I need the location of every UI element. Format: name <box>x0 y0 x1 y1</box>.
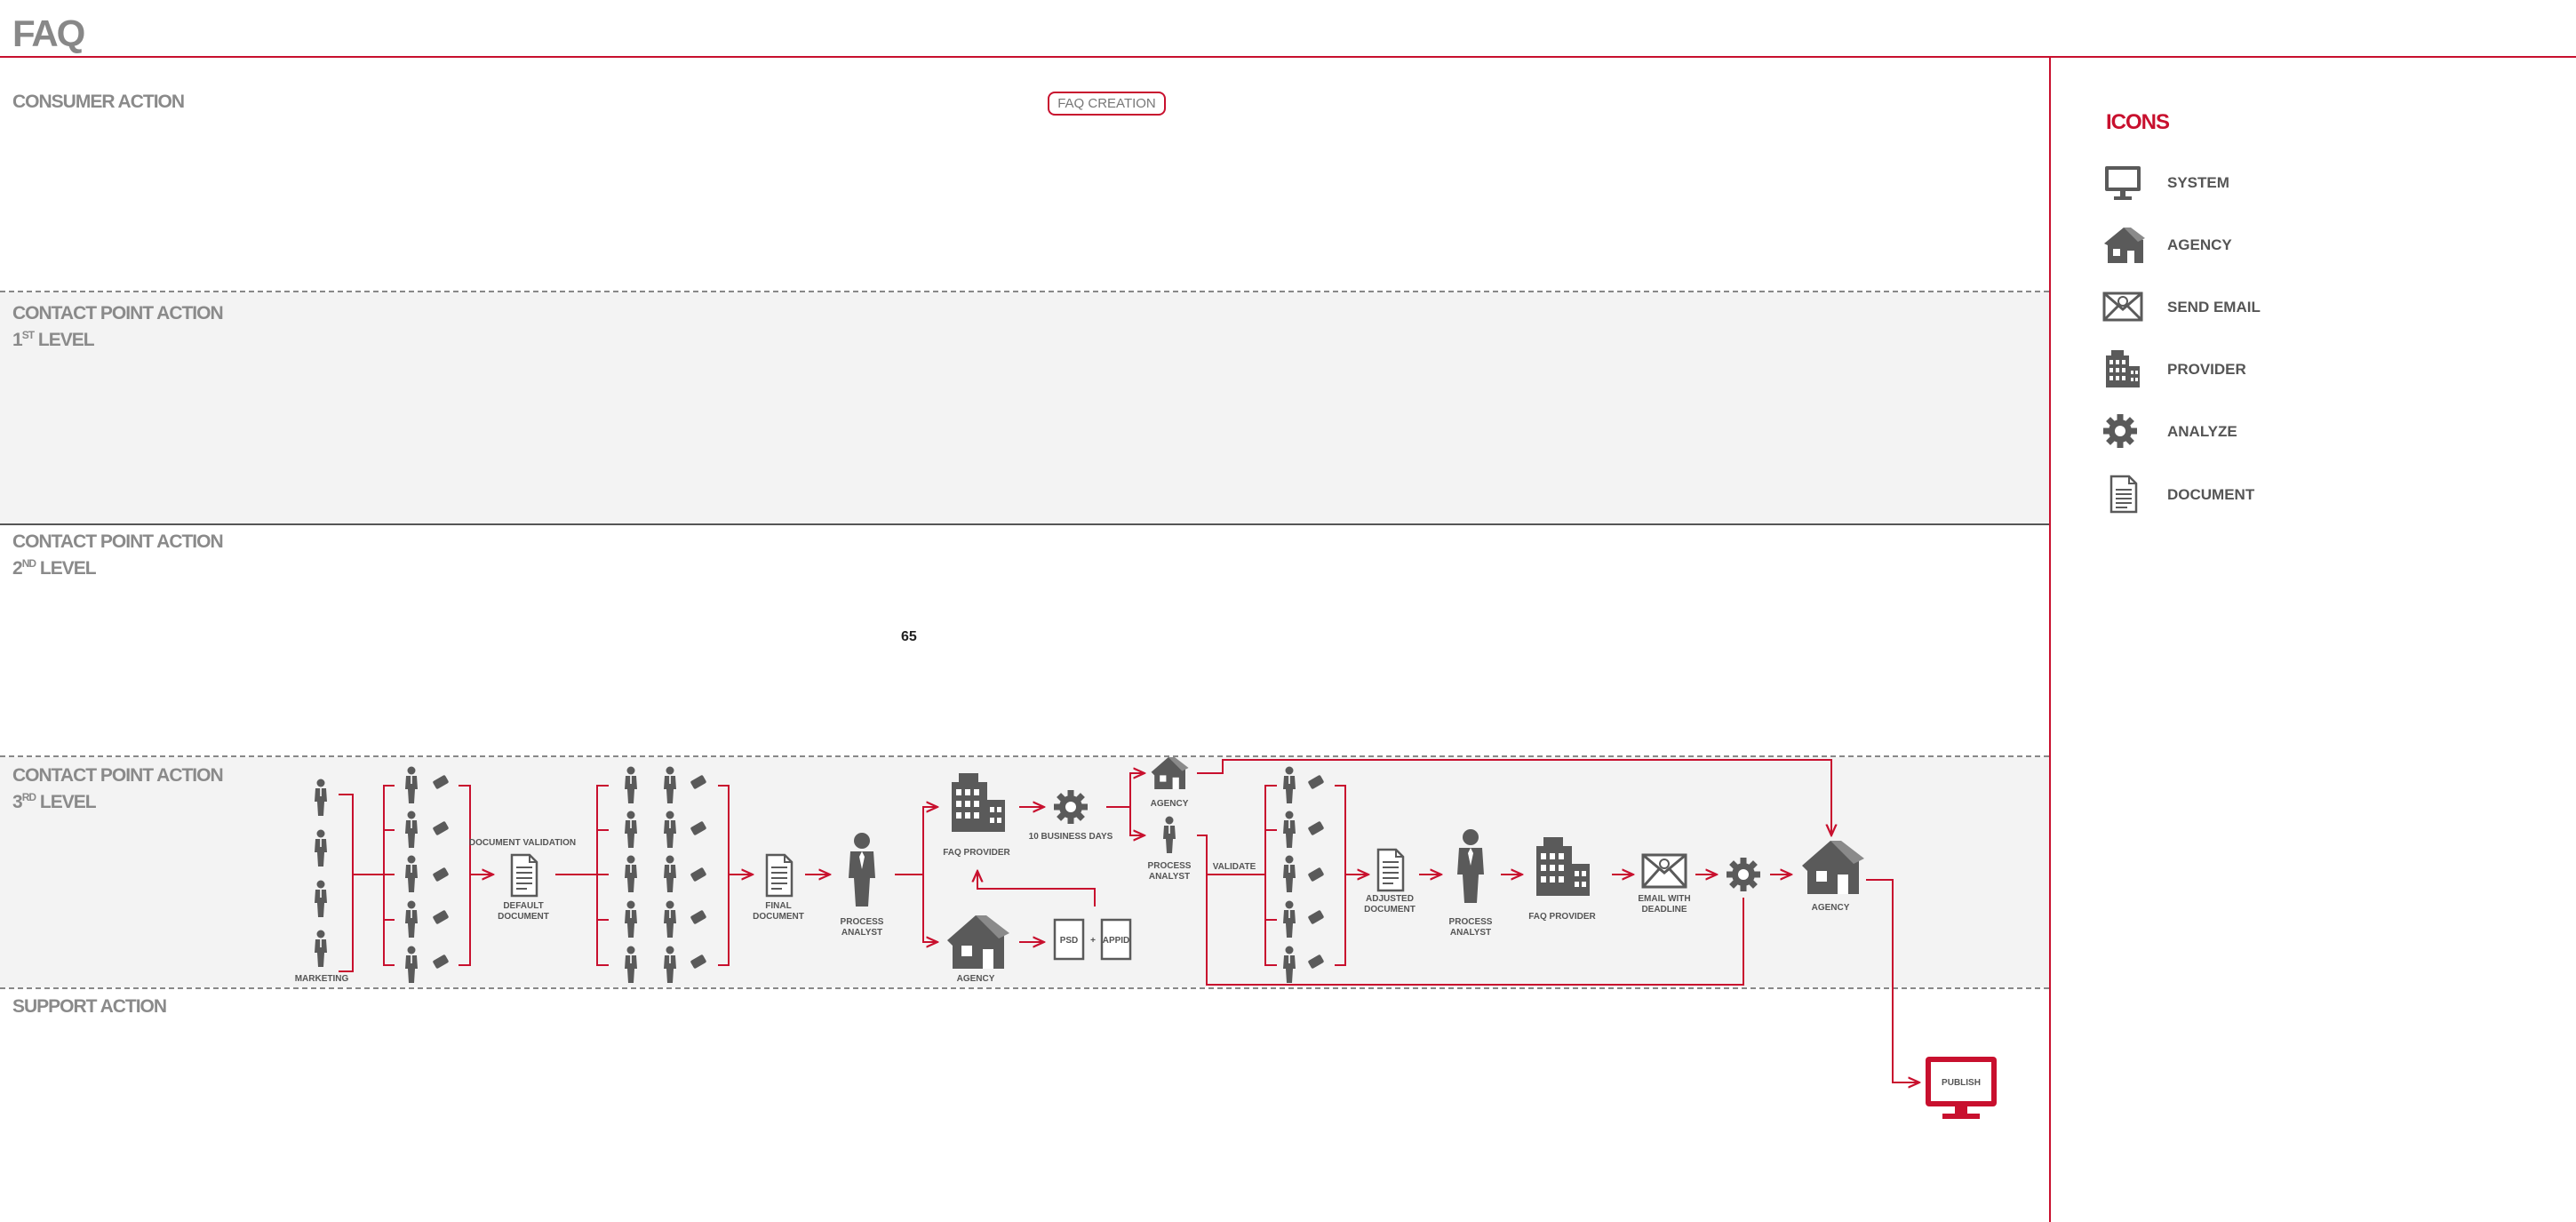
lane-level-suffix: ND <box>21 557 36 570</box>
agency-label: AGENCY <box>957 974 995 984</box>
building-icon <box>2106 350 2140 387</box>
lane-title: CONTACT POINT ACTION <box>12 765 224 786</box>
document-icon <box>2109 475 2138 514</box>
lane-level-text: LEVEL <box>36 558 97 579</box>
publish-label: PUBLISH <box>1942 1078 1981 1088</box>
lane-level-suffix: RD <box>21 791 36 803</box>
building-icon <box>952 773 1005 832</box>
gear-icon <box>2103 414 2137 448</box>
lane-level-number: 2 <box>12 558 23 579</box>
legend-label: ANALYZE <box>2167 423 2237 440</box>
legend-item-send-email: SEND EMAIL <box>2102 286 2547 329</box>
building-icon <box>1536 837 1590 896</box>
lane-contact-point-1st: CONTACT POINT ACTION 1ST LEVEL <box>0 292 2049 523</box>
envelope-icon <box>1641 853 1687 889</box>
document-icon <box>1376 848 1405 892</box>
title-divider <box>0 56 2576 58</box>
lane-label: SUPPORT ACTION <box>12 996 167 1018</box>
legend-label: PROVIDER <box>2167 361 2246 378</box>
process-analyst-label: ANALYST <box>1149 872 1190 882</box>
agency-label: AGENCY <box>1812 903 1850 913</box>
process-analyst-label: PROCESS <box>1148 861 1192 871</box>
legend-label: DOCUMENT <box>2167 486 2255 503</box>
lane-level-text: LEVEL <box>34 330 95 350</box>
final-document-label: FINAL <box>765 901 791 911</box>
legend-label: SEND EMAIL <box>2167 299 2261 315</box>
house-icon <box>947 915 1009 969</box>
lane-title: CONSUMER ACTION <box>12 92 185 112</box>
document-icon <box>510 853 538 898</box>
legend-title: ICONS <box>2106 110 2170 134</box>
lane-level-text: LEVEL <box>36 792 97 812</box>
legend-item-document: DOCUMENT <box>2102 474 2547 516</box>
lane-divider <box>0 523 2049 525</box>
envelope-icon <box>2102 292 2143 322</box>
lane-label: CONTACT POINT ACTION 2ND LEVEL <box>12 531 224 579</box>
legend-item-provider: PROVIDER <box>2102 348 2547 391</box>
default-document-label: DOCUMENT <box>498 912 549 922</box>
appid-document <box>1100 918 1132 961</box>
agency-label: AGENCY <box>1151 799 1189 809</box>
psd-document <box>1053 918 1085 961</box>
validate-label: VALIDATE <box>1213 862 1256 872</box>
process-analyst-label: PROCESS <box>841 917 884 927</box>
process-analyst-label: ANALYST <box>841 928 882 938</box>
legend-item-analyze: ANALYZE <box>2102 411 2547 453</box>
lane-contact-point-2nd: CONTACT POINT ACTION 2ND LEVEL <box>0 525 2049 755</box>
lane-label: CONTACT POINT ACTION 3RD LEVEL <box>12 765 224 813</box>
publish-system: PUBLISH <box>1926 1057 1997 1119</box>
adjusted-document-label: ADJUSTED <box>1366 894 1414 904</box>
email-with-deadline-label: EMAIL WITH <box>1638 894 1690 904</box>
process-analyst-label: ANALYST <box>1450 928 1491 938</box>
psd-label: PSD <box>1060 936 1079 946</box>
legend-item-agency: AGENCY <box>2102 224 2547 267</box>
house-icon <box>2104 228 2145 263</box>
document-icon <box>765 853 794 898</box>
page-number: 65 <box>901 629 917 644</box>
marketing-label: MARKETING <box>295 974 349 984</box>
appid-label: APPID <box>1103 936 1130 946</box>
process-analyst-icon <box>1457 829 1484 903</box>
legend-label: SYSTEM <box>2167 174 2229 191</box>
faq-provider-label: FAQ PROVIDER <box>943 848 1010 858</box>
legend-item-system: SYSTEM <box>2102 162 2547 204</box>
lane-consumer-action: CONSUMER ACTION <box>0 58 2049 291</box>
lane-title: SUPPORT ACTION <box>12 996 167 1017</box>
lane-divider <box>0 291 2049 292</box>
gear-icon <box>1727 858 1760 891</box>
faq-provider-label: FAQ PROVIDER <box>1528 912 1596 922</box>
lane-label: CONTACT POINT ACTION 1ST LEVEL <box>12 303 224 351</box>
faq-process-flow: MARKETING DOCUMENT VALIDATION DEFAULT DO… <box>295 757 1997 1119</box>
process-analyst-icon <box>849 833 875 907</box>
lane-support-action: SUPPORT ACTION <box>0 989 2049 1222</box>
adjusted-document-label: DOCUMENT <box>1364 905 1416 915</box>
lane-level-number: 1 <box>12 330 23 350</box>
faq-creation-start: FAQ CREATION <box>1048 92 1166 116</box>
business-days-label: 10 BUSINESS DAYS <box>1029 832 1113 842</box>
lane-label: CONSUMER ACTION <box>12 92 185 113</box>
monitor-icon <box>2105 166 2141 200</box>
house-icon <box>1802 841 1864 894</box>
page-title: FAQ <box>12 12 85 54</box>
lane-title: CONTACT POINT ACTION <box>12 531 224 552</box>
process-analyst-label: PROCESS <box>1449 917 1493 927</box>
document-validation-label: DOCUMENT VALIDATION <box>469 838 576 848</box>
email-with-deadline-label: DEADLINE <box>1641 905 1687 915</box>
final-document-label: DOCUMENT <box>753 912 804 922</box>
lane-level-number: 3 <box>12 792 23 812</box>
lane-divider <box>0 987 2049 989</box>
lane-title: CONTACT POINT ACTION <box>12 303 224 323</box>
legend-divider <box>2049 57 2051 1222</box>
lane-level-suffix: ST <box>21 329 35 341</box>
default-document-label: DEFAULT <box>503 901 543 911</box>
gear-icon <box>1054 790 1088 824</box>
lane-divider <box>0 755 2049 757</box>
legend-label: AGENCY <box>2167 236 2232 253</box>
plus-label: + <box>1090 936 1096 946</box>
